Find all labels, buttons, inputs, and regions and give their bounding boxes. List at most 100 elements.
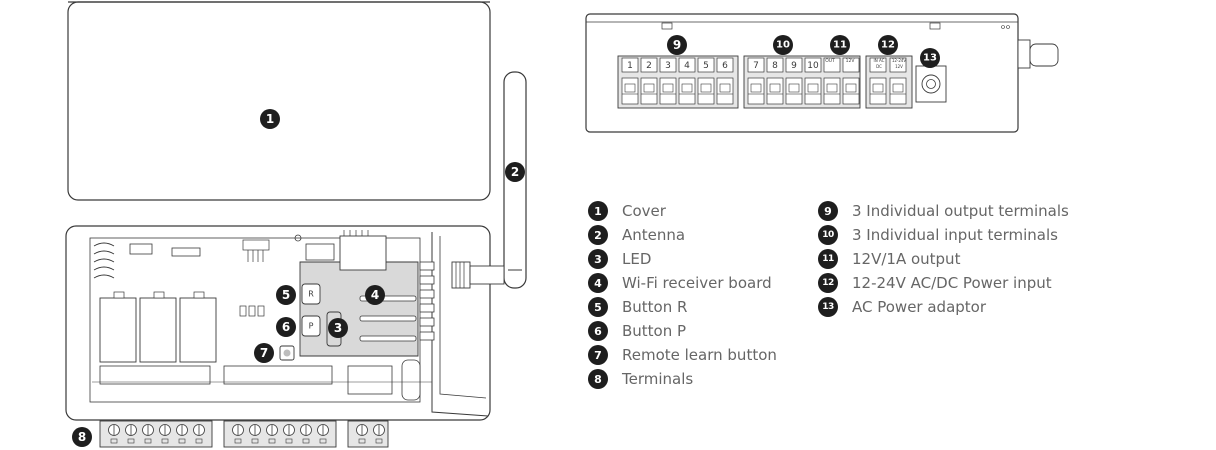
legend-label: 12V/1A output xyxy=(852,250,961,268)
svg-text:1: 1 xyxy=(266,112,274,126)
legend-number: 11 xyxy=(818,249,838,269)
svg-text:11: 11 xyxy=(833,40,847,51)
legend-label: 3 Individual input terminals xyxy=(852,226,1058,244)
svg-text:2: 2 xyxy=(511,165,519,179)
legend-label: 3 Individual output terminals xyxy=(852,202,1069,220)
screw-terminal xyxy=(232,424,244,444)
terminal-slot: 1 xyxy=(621,57,639,105)
svg-text:10: 10 xyxy=(776,40,790,51)
svg-text:8: 8 xyxy=(78,430,86,444)
callout-4: 4 xyxy=(365,285,385,305)
legend-label: Terminals xyxy=(622,370,694,388)
screw-terminal xyxy=(108,424,120,444)
legend-number: 4 xyxy=(588,273,608,293)
terminal-out-label: OUT xyxy=(825,58,835,64)
terminal-number: 9 xyxy=(791,61,797,71)
callout-8: 8 xyxy=(72,427,92,447)
legend-label: LED xyxy=(622,250,652,268)
terminal-slot xyxy=(869,57,887,105)
legend-item-cover: 1 Cover xyxy=(588,200,666,222)
legend-number: 7 xyxy=(588,345,608,365)
screw-terminal xyxy=(125,424,137,444)
legend-item-terminals: 8 Terminals xyxy=(588,368,693,390)
terminal-slot: 7 xyxy=(747,57,765,105)
legend-number: 3 xyxy=(588,249,608,269)
terminal-number: 1 xyxy=(627,61,633,71)
callout-13: 13 xyxy=(920,48,940,68)
legend-item-led: 3 LED xyxy=(588,248,651,270)
svg-text:12: 12 xyxy=(881,40,895,51)
screw-terminal xyxy=(317,424,329,444)
terminal-number: 10 xyxy=(807,61,819,71)
screw-terminal xyxy=(283,424,295,444)
terminal-number: 8 xyxy=(772,61,778,71)
callout-5: 5 xyxy=(276,285,296,305)
screw-terminal xyxy=(373,424,385,444)
legend-item-input-terminals: 10 3 Individual input terminals xyxy=(818,224,1058,246)
screw-terminal xyxy=(266,424,278,444)
callout-12: 12 xyxy=(878,35,898,55)
screw-terminal xyxy=(356,424,368,444)
svg-text:6: 6 xyxy=(282,320,290,334)
terminal-slot xyxy=(842,57,860,105)
bottom-terminals xyxy=(99,420,389,448)
legend-number: 5 xyxy=(588,297,608,317)
legend-item-power-input: 12 12-24V AC/DC Power input xyxy=(818,272,1052,294)
svg-text:3: 3 xyxy=(334,321,342,335)
legend-item-remote-learn: 7 Remote learn button xyxy=(588,344,777,366)
terminal-slot xyxy=(823,57,841,105)
legend-label: Button R xyxy=(622,298,688,316)
callout-10: 10 xyxy=(773,35,793,55)
terminal-slot: 2 xyxy=(640,57,658,105)
callout-2: 2 xyxy=(505,162,525,182)
svg-text:7: 7 xyxy=(260,346,268,360)
terminal-dc-label: DC xyxy=(876,64,882,69)
legend-number: 2 xyxy=(588,225,608,245)
legend-label: Cover xyxy=(622,202,666,220)
svg-text:4: 4 xyxy=(371,288,379,302)
terminal-slot: 10 xyxy=(804,57,822,105)
legend-number: 1 xyxy=(588,201,608,221)
terminal-number: 3 xyxy=(665,61,671,71)
callout-6: 6 xyxy=(276,317,296,337)
legend-number: 12 xyxy=(818,273,838,293)
terminal-number: 6 xyxy=(722,61,728,71)
callout-9: 9 xyxy=(667,35,687,55)
terminal-in-ac-label: IN AC xyxy=(874,58,885,63)
legend-number: 13 xyxy=(818,297,838,317)
legend-label: Button P xyxy=(622,322,687,340)
legend-item-12v-output: 11 12V/1A output xyxy=(818,248,960,270)
svg-text:13: 13 xyxy=(923,53,937,64)
screw-terminal xyxy=(176,424,188,444)
terminal-number: 7 xyxy=(753,61,759,71)
screw-terminal xyxy=(193,424,205,444)
legend-number: 10 xyxy=(818,225,838,245)
terminal-slot: 8 xyxy=(766,57,784,105)
legend-item-output-terminals: 9 3 Individual output terminals xyxy=(818,200,1069,222)
legend-item-ac-adaptor: 13 AC Power adaptor xyxy=(818,296,986,318)
legend-label: Remote learn button xyxy=(622,346,777,364)
terminal-slot: 5 xyxy=(697,57,715,105)
terminal-slot: 4 xyxy=(678,57,696,105)
legend-label: Wi-Fi receiver board xyxy=(622,274,772,292)
legend-number: 8 xyxy=(588,369,608,389)
screw-terminal xyxy=(142,424,154,444)
legend-item-wifi-board: 4 Wi-Fi receiver board xyxy=(588,272,772,294)
device-board-illustration: R P xyxy=(65,225,505,448)
screw-terminal xyxy=(249,424,261,444)
terminal-number: 5 xyxy=(703,61,709,71)
terminal-screws xyxy=(108,424,385,444)
legend-item-button-p: 6 Button P xyxy=(588,320,686,342)
legend-number: 6 xyxy=(588,321,608,341)
legend-number: 9 xyxy=(818,201,838,221)
legend-label: AC Power adaptor xyxy=(852,298,987,316)
callout-7: 7 xyxy=(254,343,274,363)
legend-label: 12-24V AC/DC Power input xyxy=(852,274,1052,292)
terminal-slot xyxy=(889,57,907,105)
button-r-mark: R xyxy=(308,290,314,299)
cover-illustration xyxy=(67,1,491,201)
